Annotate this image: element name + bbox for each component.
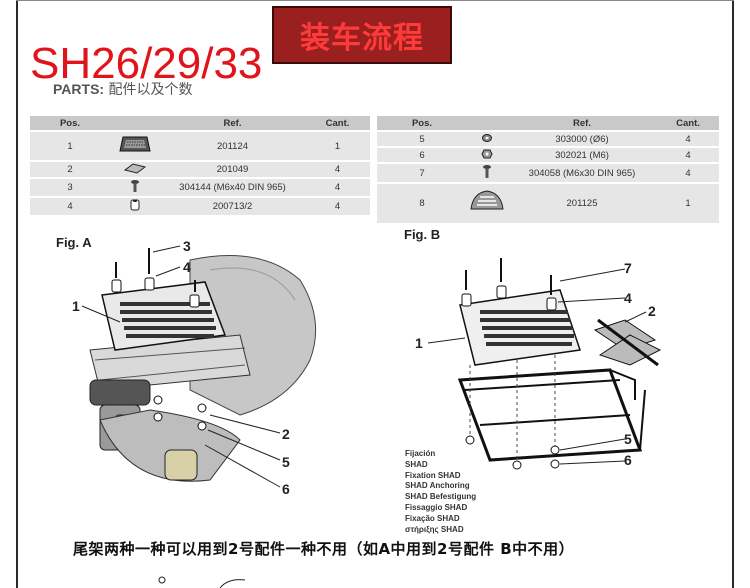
table-row: 2 201049 4 [30, 160, 370, 178]
screw-icon [110, 177, 160, 197]
fig-a-callout-1: 1 [72, 298, 80, 314]
row-cant: 4 [305, 177, 370, 197]
title-banner: 装车流程 [272, 6, 452, 64]
next-figure-fragment [158, 576, 246, 588]
col-cant: Cant. [305, 116, 370, 131]
parts-heading: PARTS: 配件以及个数 [53, 79, 193, 99]
row-pos: 1 [30, 130, 110, 161]
row-pos: 6 [377, 146, 467, 163]
fixation-line: SHAD [405, 459, 428, 469]
fig-a-callout-2: 2 [282, 426, 290, 442]
row-pos: 4 [30, 196, 110, 215]
footer-note: 尾架两种一种可以用到2号配件一种不用（如A中用到2号配件 B中不用） [73, 540, 575, 558]
col-icon [467, 116, 507, 131]
row-ref: 302021 (M6) [507, 146, 657, 163]
fig-b-callout-1: 1 [415, 335, 423, 351]
frame-right-line [732, 0, 734, 588]
col-icon [110, 116, 160, 131]
fig-b-label: Fig. B [404, 227, 441, 242]
row-pos: 8 [377, 182, 467, 223]
table-header-row: Pos. Ref. Cant. [377, 116, 719, 131]
fig-a-diagram [81, 245, 317, 488]
fig-b-callout-7: 7 [624, 260, 632, 276]
row-ref: 200713/2 [160, 196, 305, 215]
row-ref: 201049 [160, 160, 305, 178]
model-title: SH26/29/33 [30, 39, 263, 88]
fig-b-diagram [427, 258, 662, 470]
col-ref: Ref. [507, 116, 657, 131]
banner-text: 装车流程 [300, 21, 424, 56]
parts-cn-label: 配件以及个数 [108, 82, 193, 98]
table-row: 1 201124 1 [30, 130, 370, 161]
row-cant: 4 [657, 146, 719, 163]
fixation-line: Fixação SHAD [405, 513, 460, 523]
table-row: 4 200713/2 4 [30, 196, 370, 215]
fig-a-callout-3: 3 [183, 238, 191, 254]
table-row: 8 201125 1 [377, 182, 719, 223]
fixation-line: SHAD Anchoring [405, 481, 470, 491]
row-ref: 304058 (M6x30 DIN 965) [507, 162, 657, 183]
parts-table-left: Pos. Ref. Cant. 1 201124 1 2 201049 4 3 … [30, 116, 370, 215]
row-pos: 2 [30, 160, 110, 178]
fixation-line: Fijación [405, 449, 436, 458]
spacer-icon [110, 196, 160, 215]
col-ref: Ref. [160, 116, 305, 131]
fig-b-callout-2: 2 [648, 303, 656, 319]
row-ref: 201124 [160, 130, 305, 161]
col-pos: Pos. [30, 116, 110, 131]
fig-a-label: Fig. A [56, 235, 92, 250]
cover-plate-icon [467, 182, 507, 223]
row-ref: 201125 [507, 182, 657, 223]
row-cant: 4 [657, 130, 719, 147]
frame-top-line [16, 0, 734, 1]
row-cant: 4 [305, 160, 370, 178]
fig-b-callout-6: 6 [624, 452, 632, 468]
row-cant: 4 [657, 162, 719, 183]
row-cant: 1 [305, 130, 370, 161]
table-row: 7 304058 (M6x30 DIN 965) 4 [377, 162, 719, 183]
nut-icon [467, 146, 507, 163]
fig-a-callout-4: 4 [183, 259, 191, 275]
parts-table-right: Pos. Ref. Cant. 5 303000 (Ø6) 4 6 302021… [377, 116, 719, 223]
fixation-line: στήριξης SHAD [405, 524, 464, 534]
parts-label: PARTS: [53, 81, 105, 97]
fig-b-callout-4: 4 [624, 290, 632, 306]
col-cant: Cant. [657, 116, 719, 131]
table-row: 5 303000 (Ø6) 4 [377, 130, 719, 147]
adapter-bracket-icon [110, 160, 160, 178]
washer-icon [467, 130, 507, 147]
table-row: 3 304144 (M6x40 DIN 965) 4 [30, 177, 370, 197]
screw-icon [467, 162, 507, 183]
frame-left-line [16, 0, 18, 588]
fixation-line: Fissaggio SHAD [405, 502, 468, 512]
fig-a-callout-6: 6 [282, 481, 290, 497]
fixation-line: Fixation SHAD [405, 470, 461, 480]
table-row: 6 302021 (M6) 4 [377, 146, 719, 163]
row-cant: 1 [657, 182, 719, 223]
table-header-row: Pos. Ref. Cant. [30, 116, 370, 131]
col-pos: Pos. [377, 116, 467, 131]
fig-a-callout-5: 5 [282, 454, 290, 470]
row-pos: 3 [30, 177, 110, 197]
fixation-line: SHAD Befestigung [405, 492, 477, 502]
row-pos: 5 [377, 130, 467, 147]
row-ref: 304144 (M6x40 DIN 965) [160, 177, 305, 197]
fixation-text: Fijación SHAD Fixation SHAD SHAD Anchori… [405, 449, 476, 535]
top-case-plate-icon [110, 130, 160, 161]
fig-b-callout-5: 5 [624, 431, 632, 447]
row-cant: 4 [305, 196, 370, 215]
row-ref: 303000 (Ø6) [507, 130, 657, 147]
row-pos: 7 [377, 162, 467, 183]
